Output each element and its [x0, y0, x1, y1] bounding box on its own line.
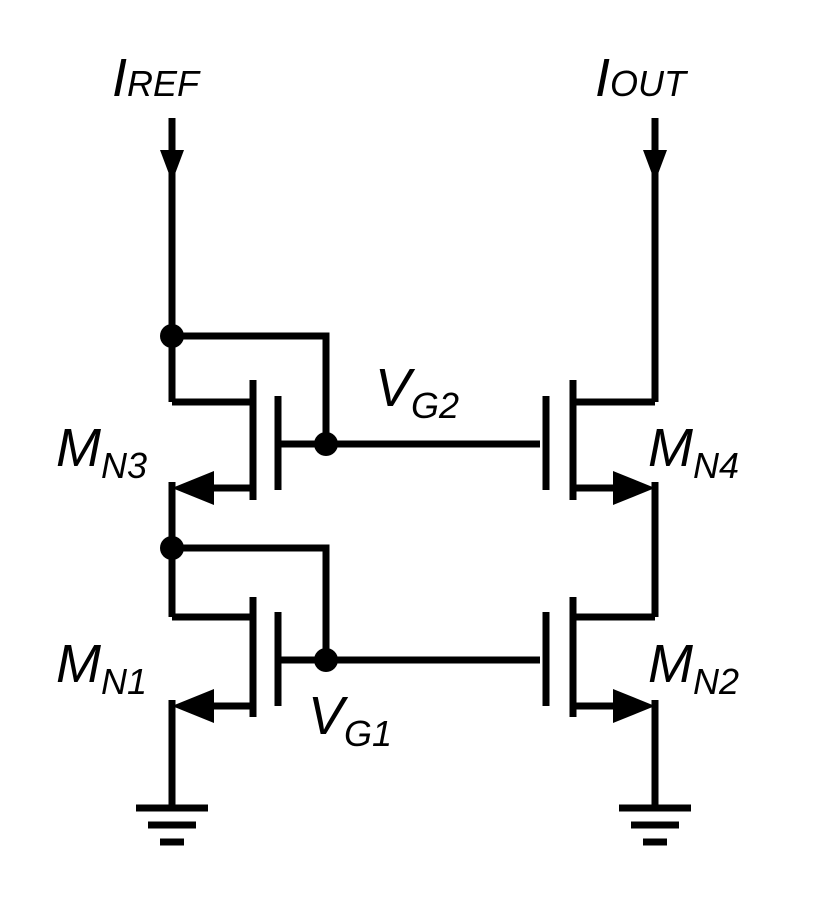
label-m-n4: MN4 — [648, 418, 739, 486]
mn1-source-arrow-icon — [172, 689, 214, 723]
mn2-source-arrow-icon — [613, 689, 655, 723]
mn4-source-arrow-icon — [613, 471, 655, 505]
mn3-source-arrow-icon — [172, 471, 214, 505]
junction-dot — [314, 432, 338, 456]
label-m-n2: MN2 — [648, 634, 739, 702]
iref-arrow-icon — [160, 150, 184, 182]
junction-dot — [314, 648, 338, 672]
label-i-ref: IREF — [112, 48, 201, 108]
label-i-out: IOUT — [595, 48, 689, 108]
label-m-n1: MN1 — [56, 634, 147, 702]
iout-arrow-icon — [643, 150, 667, 182]
mn3-diode-wire — [172, 332, 330, 444]
label-v-g1: VG1 — [308, 686, 392, 754]
junction-dot — [160, 536, 184, 560]
label-m-n3: MN3 — [56, 418, 147, 486]
junction-dot — [160, 324, 184, 348]
label-v-g2: VG2 — [375, 358, 459, 426]
mn1-diode-wire — [172, 544, 330, 660]
